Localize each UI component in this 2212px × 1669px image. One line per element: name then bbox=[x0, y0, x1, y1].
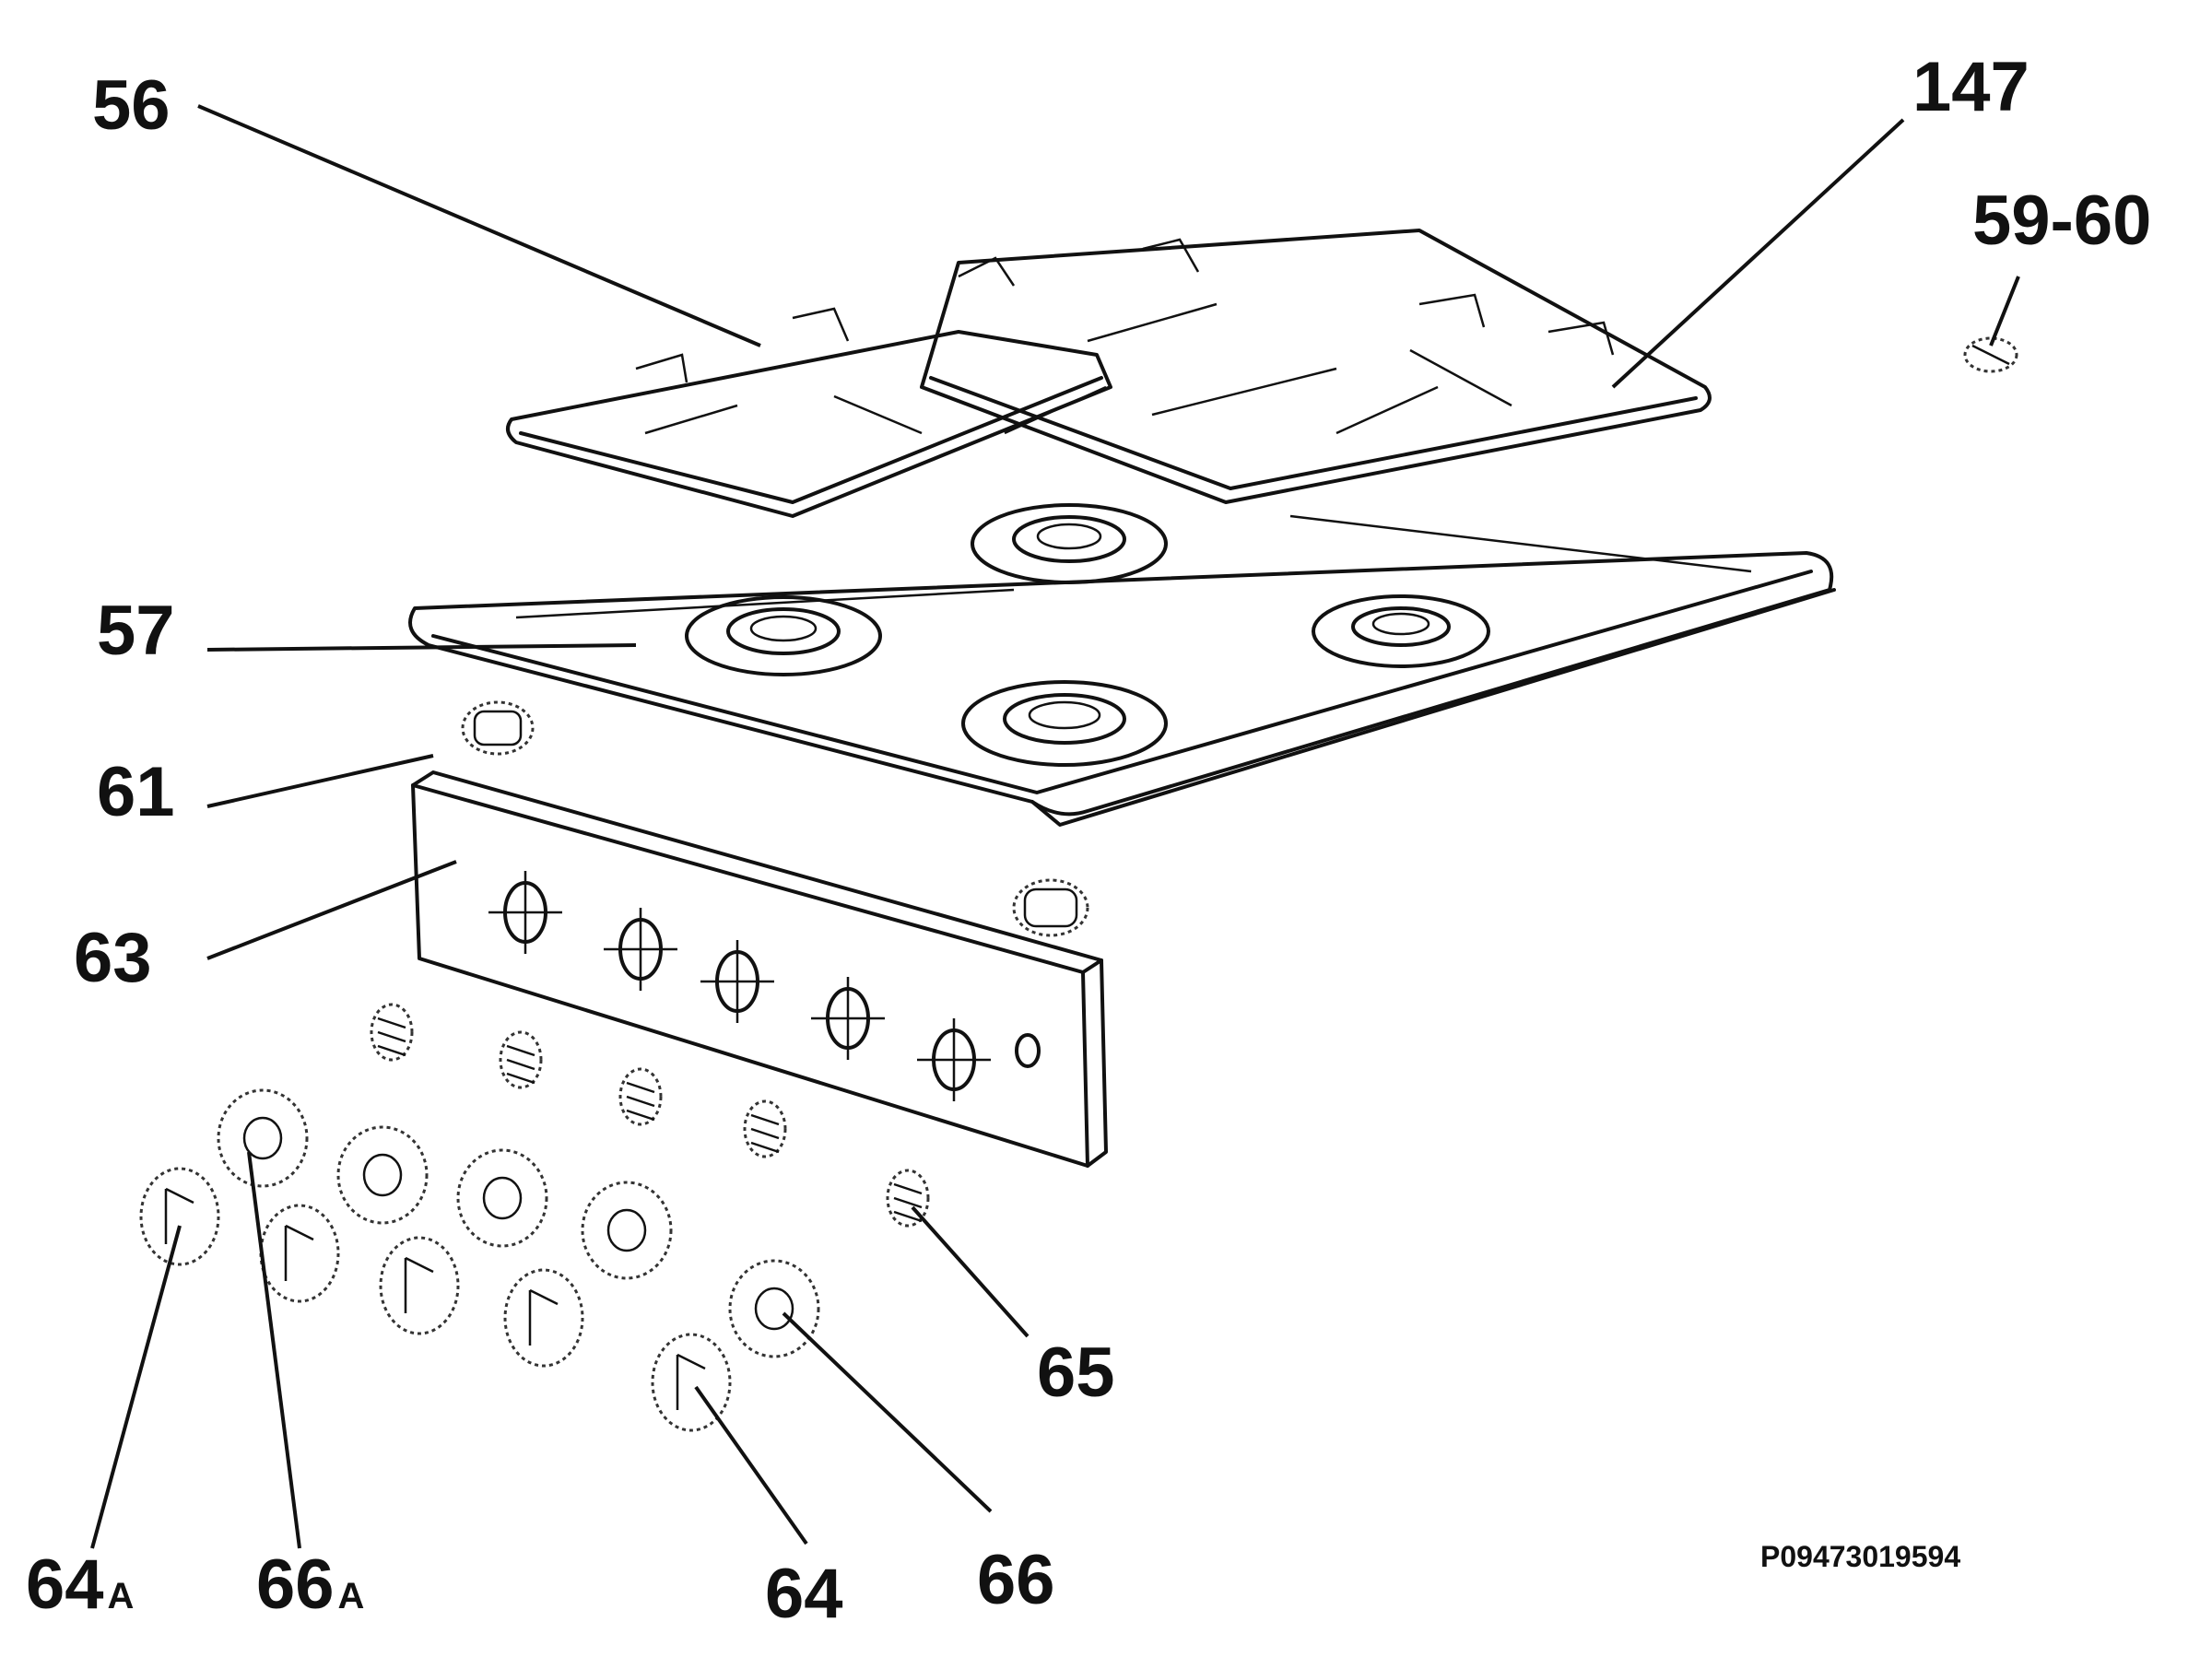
pan-support-grid-icon bbox=[506, 229, 1712, 518]
callout-64: 64 bbox=[765, 1555, 843, 1633]
callout-63: 63 bbox=[74, 919, 152, 997]
burner-rear-center bbox=[971, 503, 1168, 584]
burner-front-left bbox=[685, 595, 882, 676]
callout-61: 61 bbox=[97, 753, 175, 831]
callout-64a-number: 64 bbox=[26, 1546, 104, 1624]
burner-front-center bbox=[961, 680, 1168, 767]
drawing-code: P09473019594 bbox=[1760, 1540, 1960, 1573]
control-panel-icon bbox=[411, 770, 1108, 1168]
callout-66: 66 bbox=[977, 1541, 1055, 1619]
callout-59-60: 59-60 bbox=[1972, 182, 2151, 260]
callout-65: 65 bbox=[1037, 1334, 1115, 1412]
callout-64a-suffix: A bbox=[108, 1576, 135, 1616]
callout-147: 147 bbox=[1912, 48, 2030, 126]
hinge-icon bbox=[461, 700, 1089, 937]
panel-symbols bbox=[488, 871, 1041, 1101]
callout-57: 57 bbox=[97, 592, 175, 670]
callout-66a-suffix: A bbox=[338, 1576, 365, 1616]
hob-top-plate-icon bbox=[408, 503, 1836, 827]
burner-right bbox=[1312, 594, 1490, 668]
screw-icon bbox=[1963, 336, 2018, 373]
control-knob-icon bbox=[139, 1167, 732, 1432]
knob-bezel-icon bbox=[217, 1088, 820, 1358]
callout-56: 56 bbox=[92, 66, 171, 145]
spring-icon bbox=[370, 1003, 930, 1228]
callout-66a-number: 66 bbox=[256, 1546, 335, 1624]
leader-lines bbox=[90, 104, 2020, 1549]
